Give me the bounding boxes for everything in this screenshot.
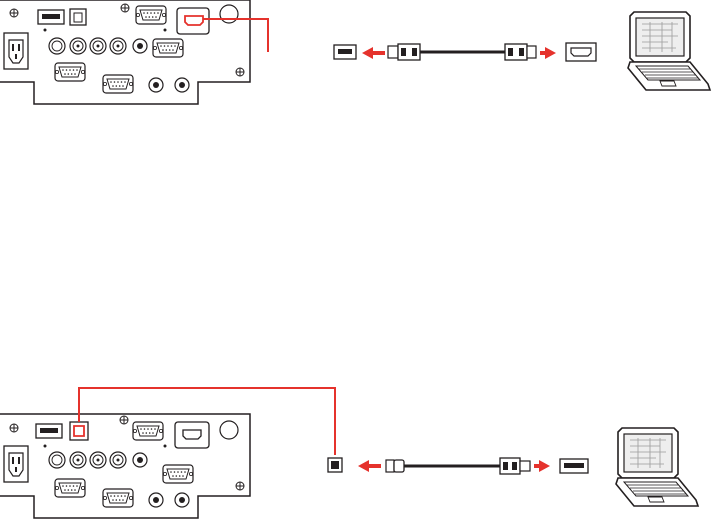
- usb-b-port-callout-icon: [328, 458, 342, 472]
- rca-jack-icon: [90, 452, 106, 468]
- laptop-icon: [628, 12, 710, 90]
- vga-port-icon: [55, 479, 85, 497]
- usb-b-port-icon: [70, 422, 88, 440]
- computer-usb-a-port-icon: [560, 459, 588, 473]
- vga-port-icon: [163, 465, 193, 483]
- arrow-left-icon: [362, 47, 385, 59]
- audio-jack-icon: [175, 78, 189, 92]
- hdmi-connection-diagram: [0, 0, 710, 104]
- usb-b-port-icon: [70, 9, 86, 25]
- hdmi-cable: [362, 44, 556, 60]
- vga-port-icon: [133, 422, 163, 440]
- power-inlet-icon: [4, 446, 28, 482]
- screw-icon: [121, 4, 129, 12]
- audio-jack-icon: [149, 78, 163, 92]
- s-video-port-icon: [49, 452, 65, 468]
- hdmi-port-icon: [185, 16, 203, 25]
- audio-jack-icon: [175, 493, 189, 507]
- rca-jack-icon: [110, 452, 126, 468]
- computer-hdmi-port-icon: [566, 43, 596, 61]
- rca-jack-icon: [70, 38, 86, 54]
- vga-port-icon: [55, 63, 85, 81]
- arrow-right-icon: [534, 460, 550, 472]
- audio-jack-icon: [133, 453, 147, 467]
- power-inlet-icon: [4, 33, 28, 69]
- usb-display-connection-diagram: [0, 388, 698, 518]
- arrow-left-icon: [358, 460, 381, 472]
- usb-cable: [358, 458, 550, 474]
- arrow-right-icon: [540, 47, 556, 59]
- rca-jack-icon: [110, 38, 126, 54]
- rca-jack-icon: [90, 38, 106, 54]
- laptop-icon: [616, 428, 698, 506]
- projector-rear-panel: [0, 414, 250, 518]
- vga-port-icon: [103, 75, 133, 93]
- vga-port-icon: [136, 6, 166, 24]
- screw-icon: [10, 424, 18, 432]
- audio-jack-icon: [133, 39, 147, 53]
- projector-rear-panel: [0, 0, 250, 104]
- vga-port-icon: [153, 39, 183, 57]
- s-video-port-icon: [49, 38, 65, 54]
- screw-icon: [120, 416, 128, 424]
- screw-icon: [10, 9, 18, 17]
- hdmi-port-icon: [175, 422, 209, 448]
- hdmi-port-callout-icon: [334, 45, 356, 59]
- screw-icon: [236, 482, 244, 490]
- vga-port-icon: [103, 489, 133, 507]
- screw-icon: [236, 68, 244, 76]
- rca-jack-icon: [70, 452, 86, 468]
- audio-jack-icon: [149, 493, 163, 507]
